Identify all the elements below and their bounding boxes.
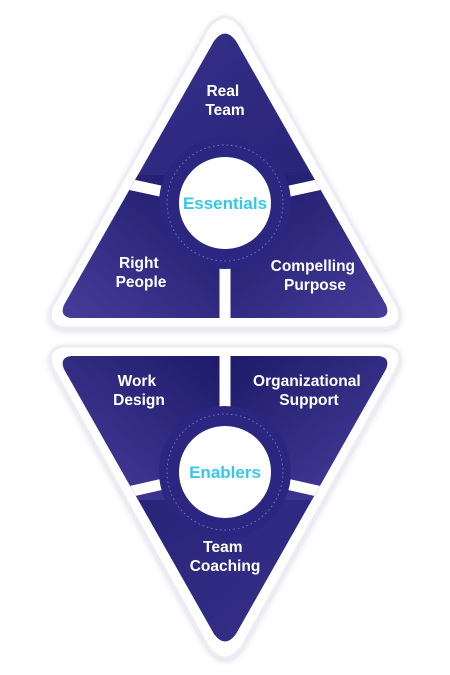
label-real: Real bbox=[206, 83, 239, 100]
label-team-coaching: Team Coaching bbox=[190, 539, 261, 575]
label-right: Right bbox=[119, 255, 159, 272]
label-real-team: Real Team bbox=[205, 83, 244, 119]
label-team: Team bbox=[205, 102, 244, 119]
label-people: People bbox=[116, 274, 167, 291]
label-compelling: Compelling bbox=[271, 258, 355, 275]
label-right-people: Right People bbox=[116, 255, 167, 291]
essentials-triangle: Essentials Real Team Right People Compel… bbox=[48, 15, 402, 330]
essentials-ring-dotted bbox=[166, 144, 284, 262]
essentials-center-circle bbox=[179, 157, 271, 249]
enablers-center-label: Enablers bbox=[189, 463, 261, 482]
enablers-center-circle bbox=[179, 426, 271, 518]
enablers-triangle: Enablers Work Design Organizational Supp… bbox=[48, 344, 402, 660]
label-team-lower: Team bbox=[203, 539, 242, 556]
label-organizational: Organizational bbox=[253, 373, 361, 390]
label-coaching: Coaching bbox=[190, 558, 261, 575]
label-support: Support bbox=[279, 392, 338, 409]
label-work: Work bbox=[118, 373, 157, 390]
label-compelling-purpose: Compelling Purpose bbox=[271, 258, 360, 294]
label-organizational-support: Organizational Support bbox=[253, 373, 365, 409]
enablers-ring-dotted bbox=[166, 413, 284, 531]
essentials-center-label: Essentials bbox=[183, 194, 267, 213]
label-work-design: Work Design bbox=[113, 373, 165, 409]
label-purpose: Purpose bbox=[284, 277, 346, 294]
label-design: Design bbox=[113, 392, 165, 409]
